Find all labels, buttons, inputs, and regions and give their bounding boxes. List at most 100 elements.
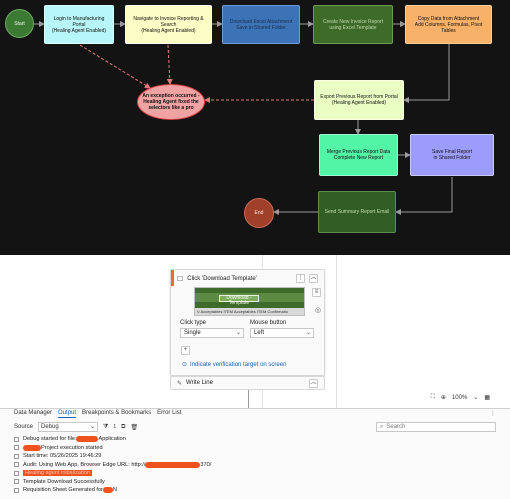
indicate-verification-link[interactable]: ⊙ Indicate verification target on screen — [182, 361, 287, 369]
step-save: Save Final Report in Shared Folder — [410, 134, 494, 176]
start-label: Start — [14, 20, 25, 27]
zoom-controls: ⛶ ⊕ 100% ⌄ ▦ — [431, 394, 490, 401]
search-input[interactable]: ⌕ Search — [376, 422, 496, 432]
exception-node: An exception occurred - Healing Agent fi… — [137, 84, 205, 120]
info-icon — [14, 470, 19, 476]
exception-label: An exception occurred - Healing Agent fi… — [142, 93, 200, 111]
target-icon: ⊙ — [182, 362, 188, 368]
source-label: Source — [14, 424, 34, 430]
clear-icon[interactable]: 🗑 — [130, 424, 139, 431]
log-row[interactable]: Template Download Successfully — [14, 478, 496, 487]
log-text: N — [112, 487, 117, 494]
search-icon: ⌕ — [380, 423, 384, 430]
redaction-mark — [145, 461, 201, 468]
click-type-value: Single — [184, 330, 201, 336]
log-text: Requisition Sheet Generated for — [23, 487, 103, 494]
click-type-label: Click type — [180, 320, 207, 326]
log-row[interactable]: Start time: 05/26/2025 19:46:29 — [14, 452, 496, 461]
step-navigate-label: Navigate to Invoice Reporting & Search (… — [133, 15, 204, 34]
chevron-down-icon: ⌄ — [305, 330, 311, 336]
log-text: Template Download Successfully — [23, 478, 105, 485]
zoom-in-icon[interactable]: ⊕ — [440, 395, 446, 401]
chevron-down-icon[interactable]: ⌄ — [473, 395, 479, 401]
dashed-login-exception — [79, 44, 151, 89]
panel-tabs: Data Manager Output Breakpoints & Bookma… — [14, 410, 181, 418]
redaction-mark — [23, 444, 41, 451]
click-type-select[interactable]: Single ⌄ — [180, 328, 244, 338]
log-row[interactable]: Debug started for file: Application — [14, 435, 496, 444]
log-text: Application — [98, 436, 126, 443]
step-copy: Copy Data from Attachment Add Columns, F… — [405, 5, 492, 44]
filter-icon[interactable]: ⧩ — [103, 423, 109, 430]
log-text: Healing agent initialization — [23, 470, 92, 477]
mouse-button-select[interactable]: Left ⌄ — [250, 328, 314, 338]
end-node: End — [244, 198, 274, 228]
output-log-list: Debug started for file: Application Proj… — [14, 435, 496, 495]
activity-header: ☐ Click 'Download Template' ⋮ ︿ — [177, 273, 318, 284]
screenshot-download-button: Download - Template — [219, 295, 259, 306]
panel-menu-icon[interactable]: ⋮ — [490, 411, 496, 417]
step-email: Send Summary Report Email — [318, 191, 396, 233]
connector-line — [248, 390, 249, 408]
start-node: Start — [5, 9, 34, 38]
overview-icon[interactable]: ▦ — [484, 395, 490, 401]
write-line-title: Write Line — [186, 380, 213, 386]
info-icon — [14, 436, 19, 442]
activity-title: Click 'Download Template' — [187, 275, 257, 282]
zoom-level[interactable]: 100% — [451, 394, 468, 401]
step-download-label: Download Excel Attachment Save in Shared… — [229, 18, 293, 31]
log-row[interactable]: Audit: Using Web App, Browser Edge URL: … — [14, 461, 496, 470]
step-export-label: Export Previous Report from Portal (Heal… — [320, 94, 398, 106]
collapse-button[interactable]: ︿ — [309, 378, 318, 388]
tab-data-manager[interactable]: Data Manager — [14, 410, 53, 416]
collapse-button[interactable]: ︿ — [309, 274, 318, 283]
step-create: Create New Invoice Report using Excel Te… — [313, 5, 393, 44]
tab-breakpoints-bookmarks[interactable]: Breakpoints & Bookmarks — [82, 410, 152, 416]
chevron-down-icon: ⌄ — [235, 330, 241, 336]
filter-count: 1 — [113, 424, 117, 430]
log-text: Debug started for file: — [23, 436, 77, 443]
guide-line — [336, 255, 337, 408]
output-panel: Data Manager Output Breakpoints & Bookma… — [0, 408, 510, 499]
activity-menu-button[interactable]: ⋮ — [296, 274, 305, 283]
step-merge-label: Merge Previous Report Data Complete New … — [326, 149, 391, 161]
log-text: Audit: Using Web App, Browser Edge URL: … — [23, 461, 146, 468]
target-screenshot[interactable]: Download - Template V Acceptables ITEM A… — [194, 287, 305, 316]
search-placeholder: Search — [386, 424, 406, 430]
info-icon — [14, 453, 19, 459]
info-icon — [14, 479, 19, 485]
flowchart-connectors — [34, 21, 453, 215]
add-verification-button[interactable]: + — [181, 346, 190, 355]
source-select[interactable]: Debug ⌄ — [38, 422, 99, 432]
process-flowchart: Start Login to Manufacturing Portal (Hea… — [0, 0, 510, 255]
step-save-label: Save Final Report in Shared Folder — [431, 149, 473, 161]
fit-screen-icon[interactable]: ⛶ — [430, 394, 435, 400]
log-row[interactable]: Project execution started — [14, 444, 496, 453]
log-row-highlighted[interactable]: Healing agent initialization — [14, 469, 496, 478]
log-text: Project execution started — [41, 444, 103, 451]
step-download: Download Excel Attachment Save in Shared… — [222, 5, 300, 44]
target-menu-button[interactable]: ≡ — [312, 288, 321, 297]
end-label: End — [254, 210, 264, 216]
target-highlight-icon[interactable]: ◎ — [314, 307, 321, 314]
step-merge: Merge Previous Report Data Complete New … — [319, 134, 398, 176]
activity-click-download-template[interactable]: ☐ Click 'Download Template' ⋮ ︿ Download… — [170, 269, 325, 376]
verify-link-text: Indicate verification target on screen — [190, 361, 287, 368]
tab-output[interactable]: Output — [58, 410, 77, 418]
log-text: Start time: 05/26/2025 19:46:29 — [23, 453, 102, 460]
activity-write-line[interactable]: ✎ Write Line ︿ — [170, 376, 325, 390]
workflow-designer-canvas[interactable]: ☐ Click 'Download Template' ⋮ ︿ Download… — [0, 255, 510, 408]
output-toolbar: Source Debug ⌄ ⧩ 1 ⧉ 🗑 ⌕ Search — [14, 421, 496, 433]
copy-icon[interactable]: ⧉ — [121, 423, 126, 430]
step-export: Export Previous Report from Portal (Heal… — [314, 80, 404, 120]
log-row[interactable]: Requisition Sheet Generated for N — [14, 486, 496, 495]
step-copy-label: Copy Data from Attachment Add Columns, F… — [414, 15, 483, 34]
source-value: Debug — [41, 424, 59, 430]
info-icon — [14, 462, 19, 468]
redaction-mark — [76, 436, 99, 443]
chevron-down-icon: ⌄ — [89, 424, 96, 430]
tab-error-list[interactable]: Error List — [157, 410, 182, 416]
info-icon — [14, 487, 19, 493]
click-activity-icon: ☐ — [177, 275, 184, 283]
write-line-icon: ✎ — [177, 380, 183, 387]
